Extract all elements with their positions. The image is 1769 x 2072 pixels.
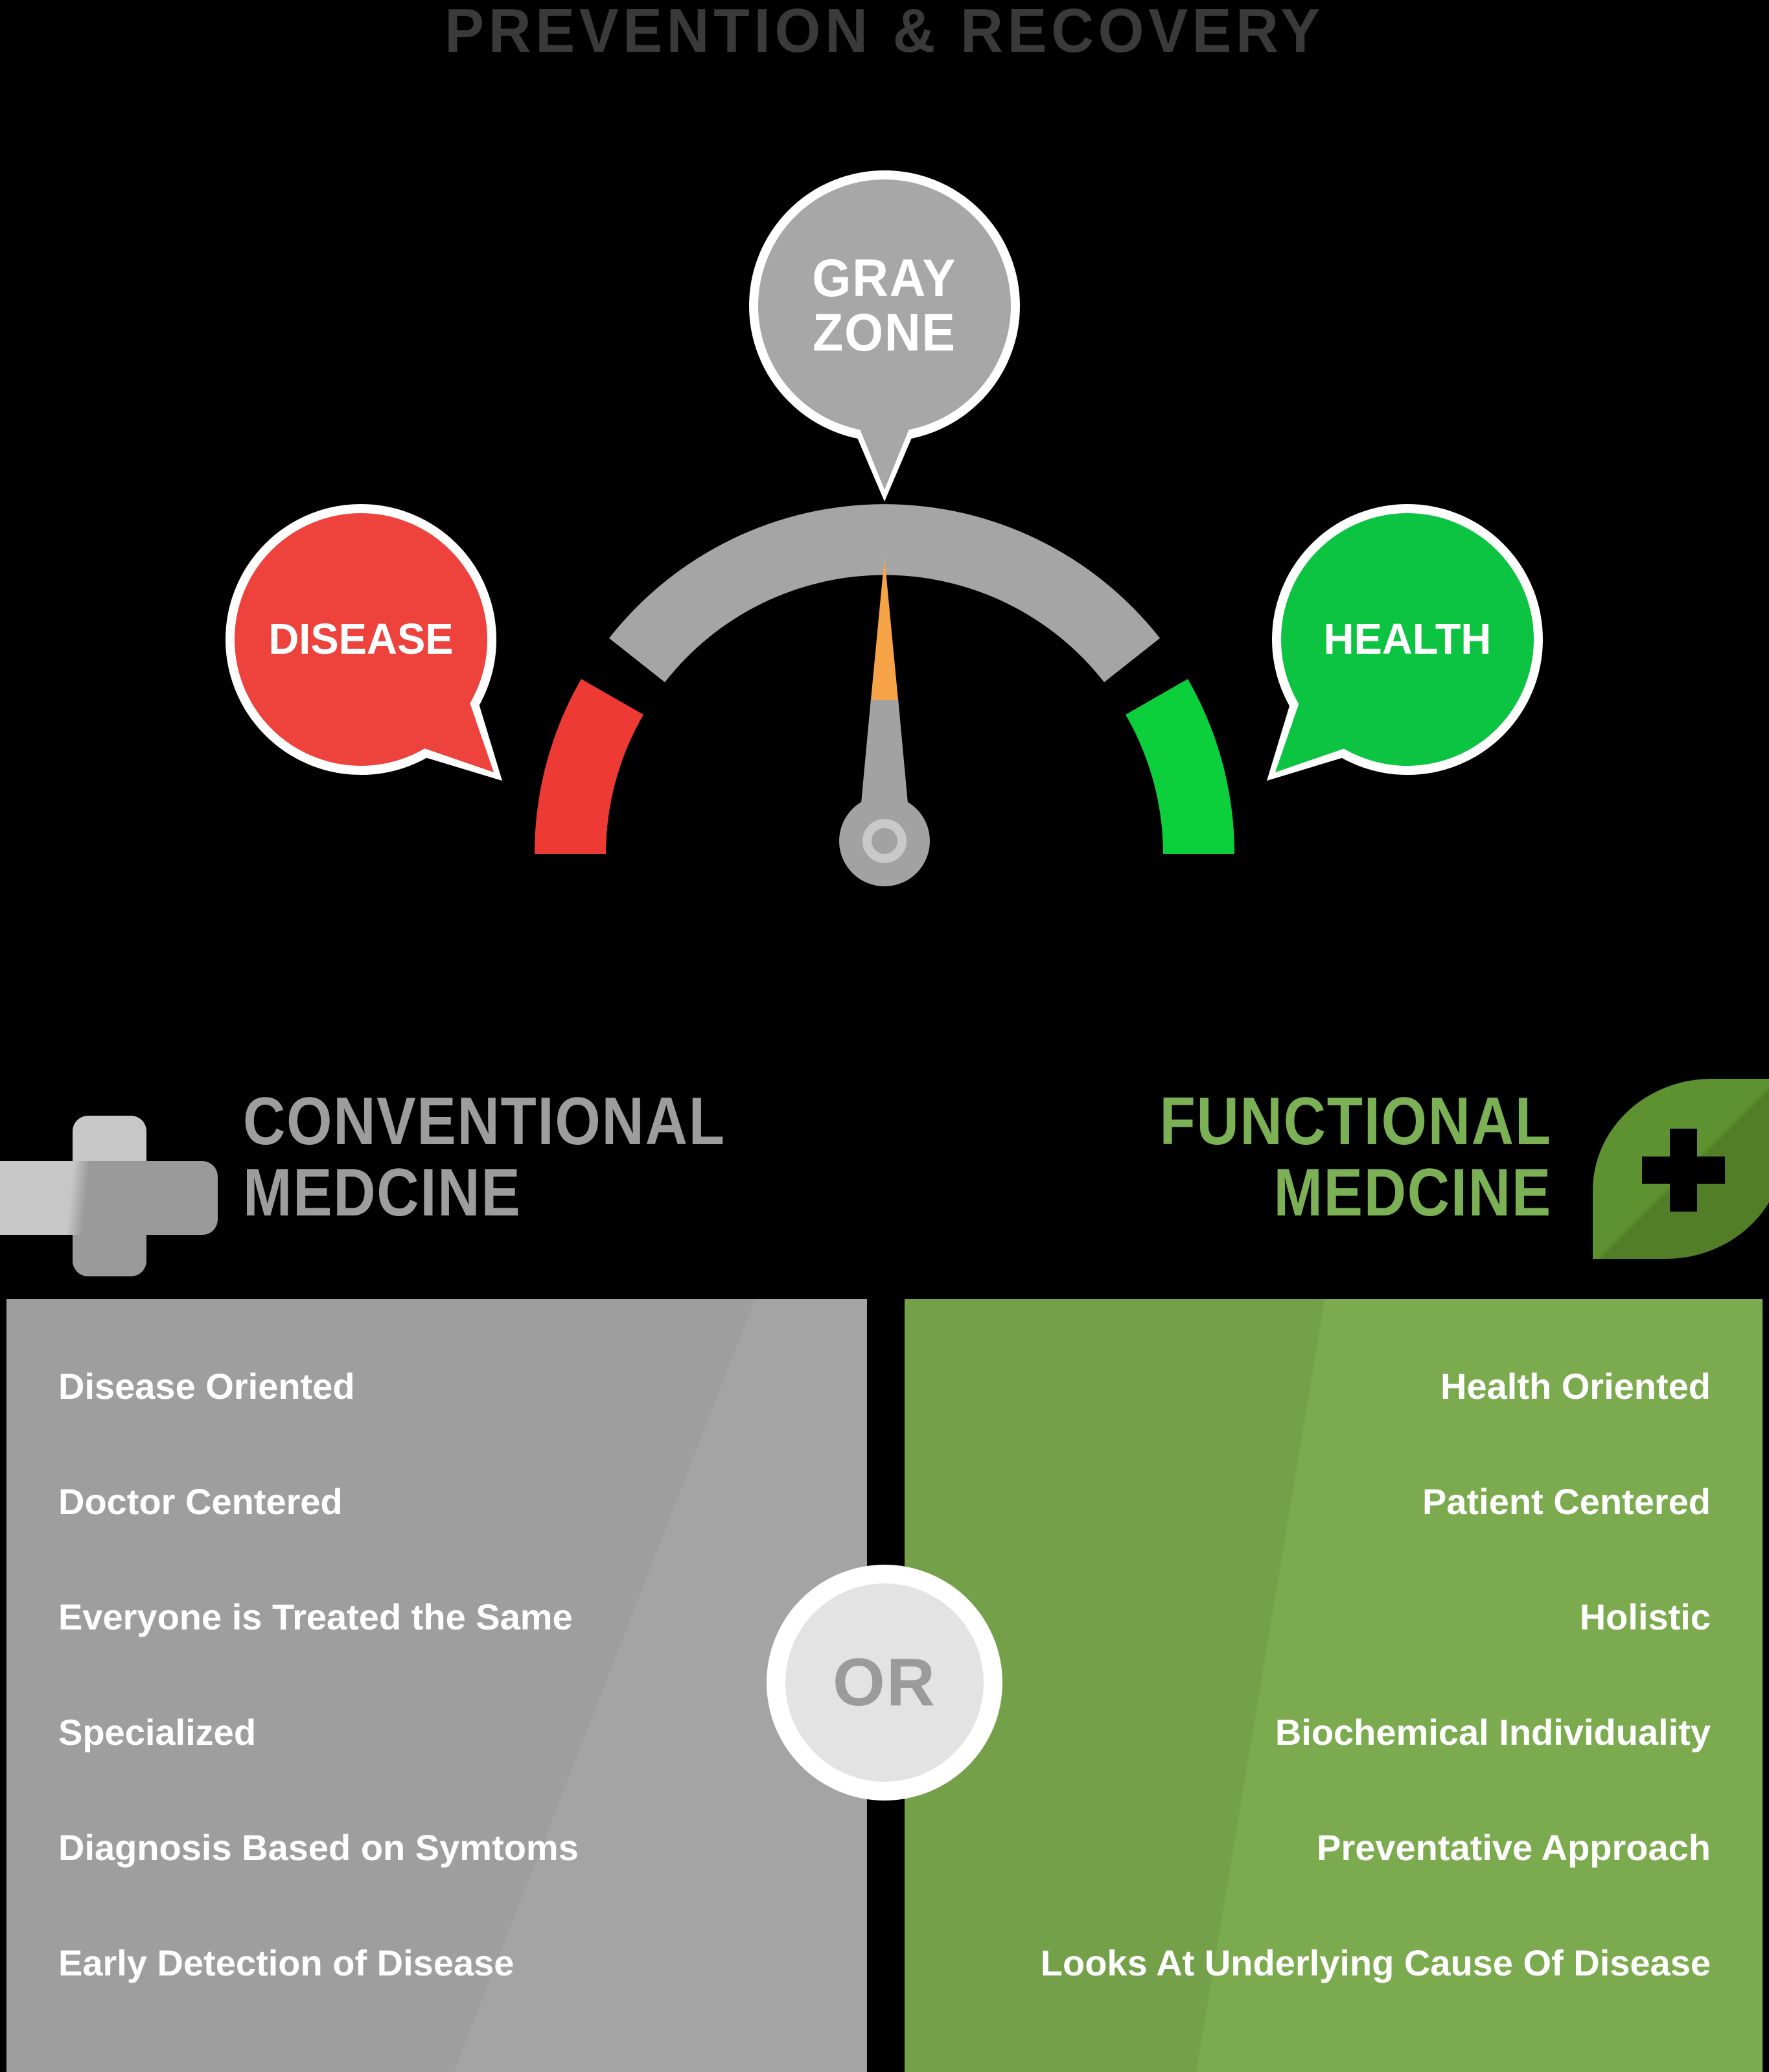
functional-item: Health Oriented [1440,1366,1711,1407]
conventional-heading-line2: MEDCINE [243,1155,522,1230]
conventional-heading-line1: CONVENTIONAL [243,1084,726,1159]
gauge-needle-base [839,796,930,886]
health-bubble-tail [1275,674,1373,772]
gauge-needle-body [859,698,910,824]
conventional-item: Diagnosis Based on Symtoms [58,1827,579,1868]
conventional-item: Specialized [58,1712,257,1753]
gray-zone-bubble-tail [857,421,912,490]
disease-bubble-tail [396,674,494,772]
gauge-needle-tip [871,557,898,700]
conventional-panel: Disease Oriented Doctor Centered Everyon… [6,1299,867,2072]
functional-panel: Health Oriented Patient Centered Holisti… [905,1299,1763,2072]
functional-item: Holistic [1579,1596,1711,1637]
gauge-needle-ring [862,819,907,863]
functional-item: Looks At Underlying Cause Of Disease [1040,1942,1711,1983]
conventional-item: Doctor Centered [58,1481,343,1522]
page-title: PREVENTION & RECOVERY [445,0,1324,65]
health-bubble [1272,504,1543,775]
gray-zone-label-line1: GRAY [812,249,957,308]
functional-heading: FUNCTIONAL MEDCINE [1160,1086,1552,1228]
gauge-graphic [225,170,1543,886]
functional-item: Patient Centered [1422,1481,1711,1522]
conventional-item: Early Detection of Disease [58,1942,515,1983]
leaf-cross-icon-cutout-arm [1642,1157,1725,1184]
medical-cross-icon-arm [0,1161,218,1235]
gauge-arc-red [534,679,643,854]
functional-heading-line1: FUNCTIONAL [1159,1084,1552,1159]
gray-zone-label: GRAY ZONE [732,251,1037,360]
functional-item: Preventative Approach [1317,1827,1711,1868]
disease-label: DISEASE [268,615,454,663]
functional-heading-line2: MEDCINE [1273,1155,1552,1230]
gauge-arc-gray [609,504,1160,682]
gray-zone-label-line2: ZONE [813,303,956,362]
conventional-item: Disease Oriented [58,1366,355,1407]
or-divider-circle: OR [767,1565,1002,1801]
conventional-heading: CONVENTIONAL MEDCINE [243,1086,726,1228]
conventional-item: Everyone is Treated the Same [58,1596,573,1637]
functional-item: Biochemical Individuality [1275,1712,1711,1753]
health-label: HEALTH [1323,615,1492,663]
disease-bubble [225,504,496,775]
or-divider-label: OR [785,1583,984,1782]
gauge-arc-green [1126,679,1235,854]
